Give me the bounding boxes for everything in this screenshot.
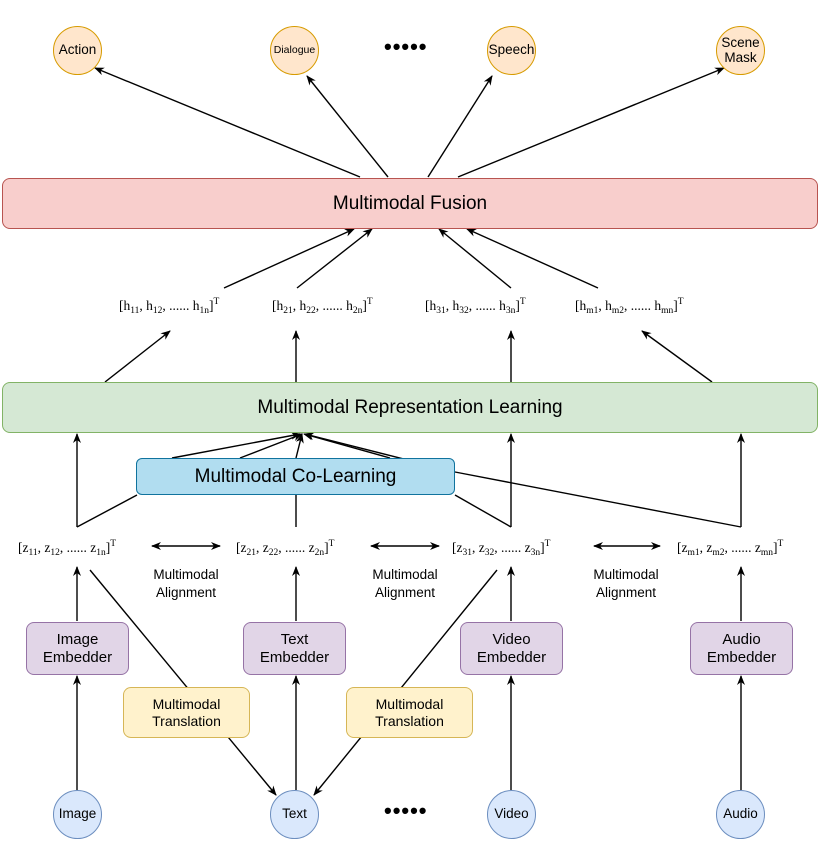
vector-element: z1n	[90, 540, 106, 558]
vector-element: h1n	[192, 298, 210, 316]
multimodal-translation-box-1: Multimodal Translation	[123, 687, 250, 738]
vector-element: h2n	[346, 298, 363, 316]
input-audio-node: Audio	[716, 790, 765, 839]
arrow-h3-fusion	[438, 228, 512, 289]
arrow-colearn-mrl-1	[171, 431, 301, 459]
video-embedder-box: Video Embedder	[460, 622, 563, 675]
input-video-node: Video	[487, 790, 536, 839]
vector-ellipsis: ......	[169, 298, 190, 313]
vector-ellipsis: ......	[501, 540, 522, 555]
hidden-vector-3: [h31, h32, ...... h3n]T	[425, 297, 526, 316]
vector-element: z22	[262, 540, 279, 558]
hidden-vector-2: [h21, h22, ...... h2n]T	[272, 297, 373, 316]
arrow-fusion-speech	[427, 75, 493, 178]
vector-element: h11	[123, 298, 140, 316]
transpose-mark: T	[328, 539, 335, 549]
image-embedder-box: Image Embedder	[26, 622, 129, 675]
vector-ellipsis: ......	[66, 540, 87, 555]
alignment-label-3: Multimodal Alignment	[593, 567, 659, 601]
audio-embedder-box: Audio Embedder	[690, 622, 793, 675]
output-scene-mask-node: Scene Mask	[716, 26, 765, 75]
z-vector-1: [z11, z12, ...... z1n]T	[18, 539, 117, 558]
line-zm-colearn	[454, 471, 742, 528]
translation-line-z3-text	[313, 569, 498, 796]
arrow-h1-fusion	[223, 228, 355, 289]
vector-element: h21	[276, 298, 293, 316]
hidden-vector-m: [hm1, hm2, ...... hmn]T	[575, 297, 684, 316]
vector-ellipsis: ......	[630, 298, 652, 313]
hidden-vector-1: [h11, h12, ...... h1n]T	[119, 297, 220, 316]
input-text-node: Text	[270, 790, 319, 839]
vector-element: zm1	[681, 540, 700, 558]
arrow-mrl-hm	[641, 330, 713, 383]
multimodal-translation-box-2: Multimodal Translation	[346, 687, 473, 738]
transpose-mark: T	[519, 297, 526, 307]
line-z1-colearn	[76, 494, 138, 528]
arrow-mrl-h1	[104, 330, 171, 383]
vector-element: z12	[44, 540, 60, 558]
alignment-label-2: Multimodal Alignment	[372, 567, 438, 601]
arrow-colearn-mrl-3	[295, 433, 304, 459]
transpose-mark: T	[366, 297, 373, 307]
vector-element: z11	[22, 540, 38, 558]
line-z3-colearn	[454, 494, 512, 528]
vector-element: h32	[452, 298, 469, 316]
vector-element: z2n	[308, 540, 325, 558]
output-action-node: Action	[53, 26, 102, 75]
vector-element: hmn	[654, 298, 674, 316]
multimodal-fusion-box: Multimodal Fusion	[2, 178, 818, 229]
transpose-mark: T	[777, 539, 784, 549]
vector-element: hm1	[579, 298, 599, 316]
input-image-node: Image	[53, 790, 102, 839]
transpose-mark: T	[110, 539, 117, 549]
transpose-mark: T	[677, 297, 684, 307]
vector-element: hm2	[605, 298, 625, 316]
vector-element: z21	[240, 540, 257, 558]
arrow-hm-fusion	[466, 228, 599, 289]
alignment-label-1: Multimodal Alignment	[153, 567, 219, 601]
z-vector-m: [zm1, zm2, ...... zmn]T	[677, 539, 784, 558]
vector-element: zm2	[706, 540, 725, 558]
multimodal-representation-learning-box: Multimodal Representation Learning	[2, 382, 818, 433]
vector-element: h3n	[499, 298, 516, 316]
transpose-mark: T	[544, 539, 551, 549]
arrow-colearn-mrl-2	[239, 433, 303, 459]
vector-element: h31	[429, 298, 446, 316]
vector-element: z3n	[524, 540, 541, 558]
vector-ellipsis: ......	[285, 540, 306, 555]
vector-element: zmn	[754, 540, 774, 558]
arrow-h2-fusion	[296, 228, 373, 289]
z-vector-2: [z21, z22, ...... z2n]T	[236, 539, 335, 558]
vector-ellipsis: ......	[322, 298, 343, 313]
multimodal-co-learning-box: Multimodal Co-Learning	[136, 458, 455, 495]
vector-element: h22	[299, 298, 316, 316]
outputs-ellipsis: •••••	[384, 34, 428, 59]
inputs-ellipsis: •••••	[384, 798, 428, 823]
text-embedder-box: Text Embedder	[243, 622, 346, 675]
vector-element: z32	[478, 540, 495, 558]
transpose-mark: T	[213, 297, 220, 307]
vector-ellipsis: ......	[731, 540, 752, 555]
translation-line-z1-text	[89, 569, 277, 796]
output-dialogue-node: Dialogue	[270, 26, 319, 75]
vector-ellipsis: ......	[475, 298, 496, 313]
arrow-fusion-action	[94, 67, 361, 178]
output-speech-node: Speech	[487, 26, 536, 75]
arrow-fusion-dialogue	[306, 75, 389, 178]
z-vector-3: [z31, z32, ...... z3n]T	[452, 539, 551, 558]
arrow-fusion-scenemask	[457, 67, 725, 178]
vector-element: h12	[146, 298, 163, 316]
vector-element: z31	[456, 540, 473, 558]
